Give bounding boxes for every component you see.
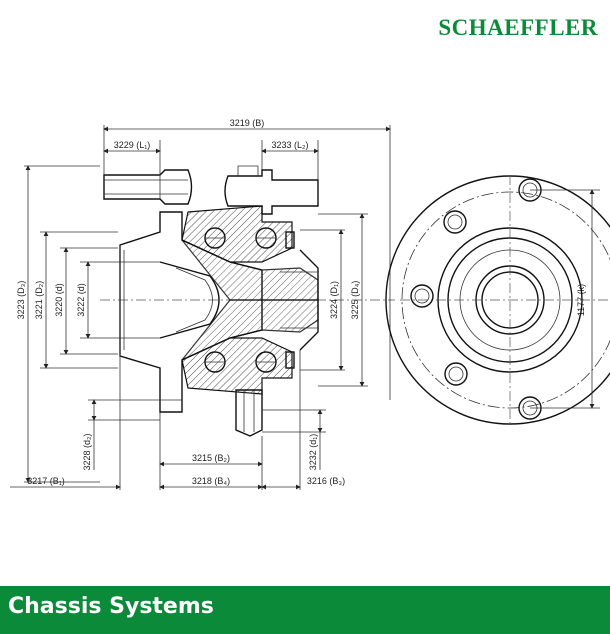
dim-label-B2: 3215 (B₂) bbox=[192, 453, 230, 463]
dim-label-D1: 3224 (D₁) bbox=[329, 281, 339, 319]
hub-section-view bbox=[100, 165, 395, 437]
dim-label-D3: 3223 (D₃) bbox=[16, 281, 26, 320]
dim-label-D4: 3225 (D₄) bbox=[350, 281, 360, 320]
dim-label-d-left: 3220 (d) bbox=[54, 283, 64, 317]
dim-label-D2: 3221 (D₂) bbox=[34, 281, 44, 320]
dim-label-B: 3219 (B) bbox=[230, 118, 265, 128]
dimension-lines bbox=[10, 125, 391, 490]
footer-title: Chassis Systems bbox=[8, 594, 214, 619]
dim-label-d2: 3228 (d₂) bbox=[82, 433, 92, 470]
dim-label-L1: 3229 (L₁) bbox=[114, 140, 151, 150]
dim-label-d1: 3232 (d₁) bbox=[308, 434, 318, 471]
dim-label-B1: 3217 (B₁) bbox=[27, 476, 65, 486]
dim-label-L2: 3233 (L₂) bbox=[271, 140, 308, 150]
hub-front-view bbox=[385, 175, 610, 425]
dim-label-d: 3222 (d) bbox=[76, 283, 86, 317]
schaeffler-logo: SCHAEFFLER bbox=[438, 15, 598, 40]
dim-label-B3: 3216 (B₃) bbox=[307, 476, 345, 486]
dimension-labels: 3219 (B) 3229 (L₁) 3233 (L₂) 3223 (D₃) 3… bbox=[16, 118, 586, 486]
footer-banner: Chassis Systems bbox=[0, 586, 610, 634]
dim-label-B4: 3218 (B₄) bbox=[192, 476, 230, 486]
